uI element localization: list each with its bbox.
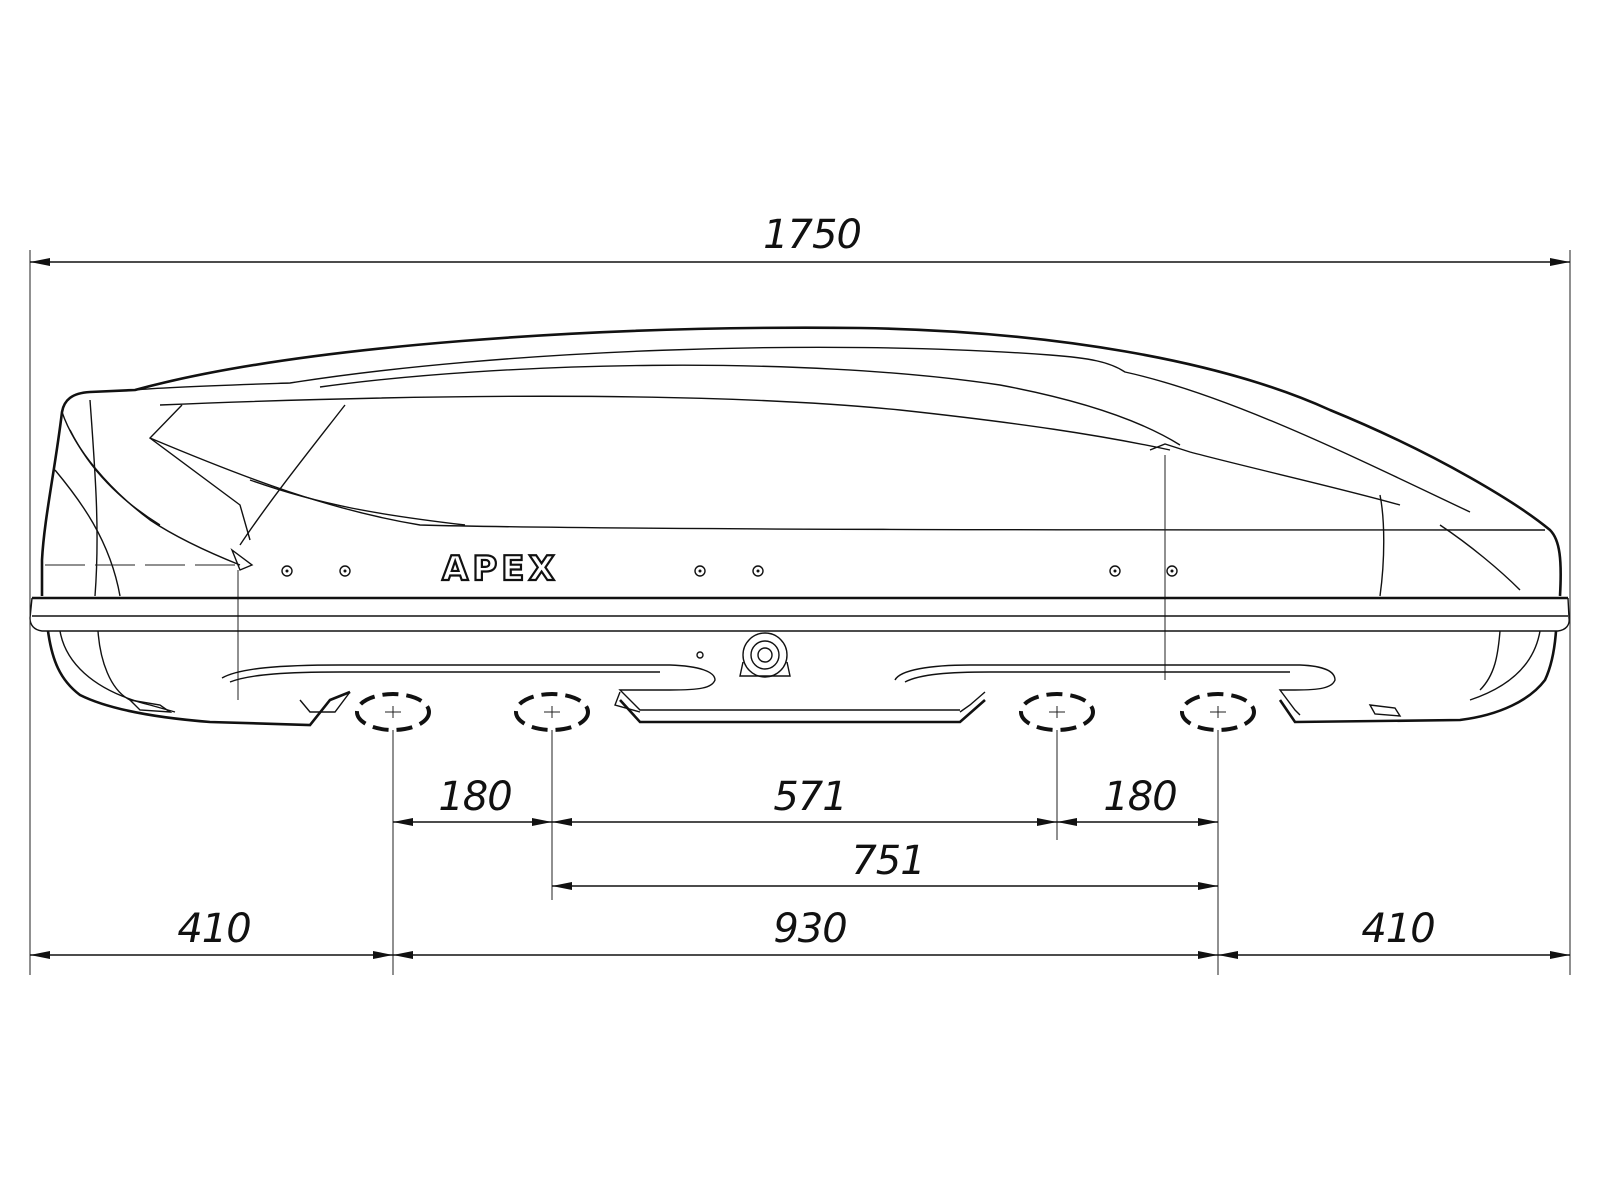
rear-panel-line-2 (1379, 494, 1385, 597)
rail-recess-rear-inner (904, 671, 1290, 683)
middle-rail-foot (614, 691, 641, 713)
dim-clamp-middle-label: 571 (773, 774, 846, 820)
base-inner-front (59, 630, 176, 713)
base-inner-rear (1469, 630, 1541, 701)
lid-top-contour (40, 326, 1562, 597)
brand-logo: APEX (442, 549, 559, 589)
front-panel-line-2 (249, 479, 466, 526)
lock-core (757, 647, 773, 663)
rear-rail-foot (959, 691, 986, 713)
base-vertical-front (97, 630, 131, 701)
dimension-lines (29, 250, 1571, 975)
rail-recess-rear (894, 664, 1336, 716)
front-panel-line (239, 404, 346, 546)
dim-mount-span-label: 930 (773, 906, 846, 952)
clamp-1 (355, 692, 431, 732)
lid-top-inner (134, 346, 1471, 513)
nose-curve-4 (89, 399, 98, 597)
lid-groove-lower (159, 395, 1171, 451)
lid-groove-upper (319, 364, 1181, 446)
base-shell (46, 630, 1558, 727)
base-foot-front (127, 698, 173, 713)
nose-curve-3 (54, 469, 121, 597)
nose-curve-2 (69, 429, 161, 526)
screw-holes (281, 565, 1178, 577)
front-notch (230, 547, 254, 571)
nose-curve-1 (61, 411, 241, 566)
clamp-positions (355, 692, 1256, 732)
indicator-dot (696, 651, 704, 659)
lock-outer (742, 632, 788, 678)
clamp-4 (1180, 692, 1256, 732)
dim-clamp-right-label: 180 (1103, 774, 1176, 820)
roof-box-outline (29, 326, 1570, 727)
dim-inner-span-label: 751 (851, 838, 924, 884)
dim-rear-overhang-label: 410 (1361, 906, 1434, 952)
clamp-3 (1019, 692, 1095, 732)
side-sculpt (149, 437, 1546, 531)
dim-clamp-left-label: 180 (438, 774, 511, 820)
dimension-labels: 1750 180 571 180 751 410 930 410 (177, 212, 1435, 952)
base-vertical-rear (1479, 630, 1501, 691)
lock-inner (750, 640, 780, 670)
lid-rim-bottom (29, 597, 1570, 632)
lock-key (739, 661, 791, 677)
dim-front-overhang-label: 410 (177, 906, 250, 952)
base-foot-rear (1368, 704, 1402, 717)
rail-recess-front (221, 664, 960, 711)
dim-overall-label: 1750 (763, 212, 861, 258)
clamp-2 (514, 692, 590, 732)
front-rail-foot (299, 691, 351, 713)
side-sculpt-inner (148, 404, 251, 541)
rail-recess-front-inner (229, 671, 660, 683)
rear-panel-line-1 (1439, 524, 1521, 591)
lid-groove-end (1149, 443, 1401, 506)
